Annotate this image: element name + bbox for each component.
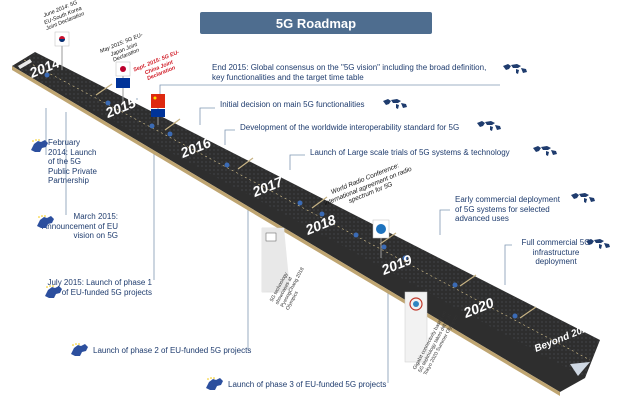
world-map-icon <box>571 193 595 203</box>
note-phase-2: Launch of phase 2 of EU-funded 5G projec… <box>93 346 252 355</box>
note-global-consensus: End 2015: Global consensus on the "5G vi… <box>212 63 487 82</box>
flag-japan-icon <box>115 61 131 102</box>
eu-map-icon <box>31 139 48 152</box>
world-map-icon <box>477 121 501 131</box>
flag-itu-icon <box>372 219 390 258</box>
page-title: 5G Roadmap <box>200 12 432 34</box>
eu-map-icon <box>45 285 62 298</box>
card-pyeongchang-icon <box>261 227 290 293</box>
eu-map-icon <box>71 343 88 356</box>
note-eu-vision: March 2015: Announcement of EU vision on… <box>41 212 118 240</box>
world-map-icon <box>503 64 527 74</box>
note-large-scale-trials: Launch of Large scale trials of 5G syste… <box>310 148 510 157</box>
world-map-icon <box>586 239 610 249</box>
flag-china-icon <box>151 94 165 125</box>
world-map-icon <box>533 146 557 156</box>
eu-map-icon <box>206 377 223 390</box>
note-interoperability-standard: Development of the worldwide interoperab… <box>240 123 460 132</box>
note-phase-1: July 2015: Launch of phase 1 of EU-funde… <box>47 278 152 297</box>
note-ppp-launch: February 2014: Launch of the 5G Public P… <box>48 138 97 185</box>
world-map-icon <box>383 99 407 109</box>
note-full-commercial: Full commercial 5G infrastructure deploy… <box>521 238 591 266</box>
flag-korea-icon <box>54 31 70 70</box>
note-initial-decision: Initial decision on main 5G functionalit… <box>220 100 365 109</box>
card-tokyo-icon <box>404 291 428 363</box>
note-early-commercial: Early commercial deployment of 5G system… <box>455 195 560 223</box>
eu-map-icon <box>37 215 54 228</box>
note-phase-3: Launch of phase 3 of EU-funded 5G projec… <box>228 380 387 389</box>
